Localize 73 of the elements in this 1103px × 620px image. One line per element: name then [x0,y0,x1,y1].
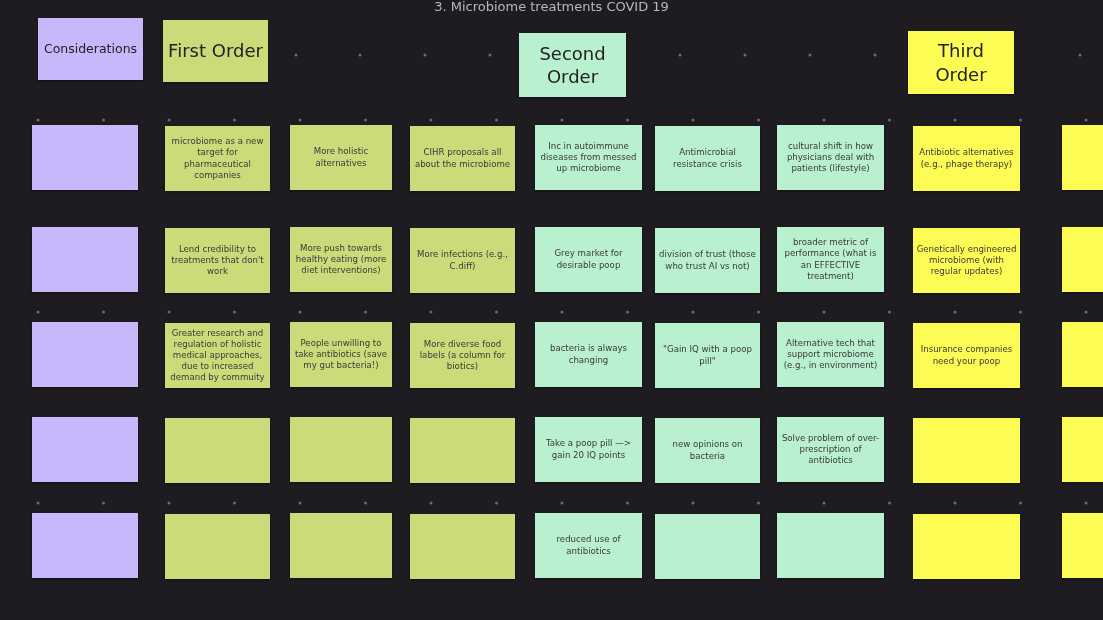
sticky-note [410,126,515,191]
sticky-note [165,126,270,191]
blank-sticky-note [290,417,392,482]
blank-sticky-note [32,322,138,387]
sticky-note [410,228,515,293]
sticky-note [777,322,884,387]
header-text: Considerations [43,40,138,58]
note-text: More diverse food labels (a column for biotics) [418,338,507,373]
sticky-note [655,323,760,388]
note-text: CIHR proposals all about the microbiome [413,147,512,170]
note-text: "Gain IQ with a poop pill" [662,344,753,367]
blank-sticky-note [410,514,515,579]
note-text: More push towards healthy eating (more diet interventions) [294,242,388,277]
sticky-note [165,228,270,293]
note-text: new opinions on bacteria [671,439,744,462]
sticky-note [535,322,642,387]
sticky-note [290,227,392,292]
column-header-note [163,20,268,82]
blank-sticky-note [32,513,138,578]
note-text: Greater research and regulation of holistic medical approaches, due to increased demand by commuity [169,327,266,384]
sticky-note [290,322,392,387]
sticky-note [655,126,760,191]
sticky-note [655,228,760,293]
sticky-note [535,227,642,292]
note-text: bacteria is always changing [548,343,629,366]
note-text: Insurance companies need your poop [919,344,1014,367]
note-text: People unwilling to take antibiotics (save my gut bacteria!) [293,337,389,372]
note-text: Take a poop pill —> gain 20 IQ points [544,438,633,461]
note-text: cultural shift in how physicians deal with patients (lifestyle) [785,140,876,175]
note-text: Lend credibility to treatments that don't work [170,243,265,278]
sticky-note [913,126,1020,191]
blank-sticky-note [32,417,138,482]
sticky-note [913,228,1020,293]
note-text: microbiome as a new target for pharmaceutical companies [170,136,265,181]
sticky-note [655,418,760,483]
note-text: broader metric of performance (what is an EFFECTIVE treatment) [783,237,878,282]
note-text: Genetically engineered microbiome (with regular updates) [916,243,1017,278]
blank-sticky-note [410,418,515,483]
blank-sticky-note [165,418,270,483]
blank-sticky-note [777,513,884,578]
sticky-note [535,125,642,190]
blank-sticky-note [32,125,138,190]
sticky-note [777,125,884,190]
header-text: Second Order [538,41,607,89]
note-text: Antimicrobial resistance crisis [672,147,743,170]
note-text: Inc in autoimmune diseases from messed up microbiome [539,140,638,175]
board-title: 3. Microbiome treatments COVID 19 [433,0,670,13]
header-text: Third Order [934,39,988,86]
blank-sticky-note [655,514,760,579]
note-text: Grey market for desirable poop [553,248,624,271]
note-text: More holistic alternatives [312,146,370,169]
sticky-note [913,323,1020,388]
blank-sticky-note [32,227,138,292]
sticky-note [777,227,884,292]
note-text: Antibiotic alternatives (e.g., phage therapy) [918,147,1015,170]
note-text: Alternative tech that support microbiome (e.g., in environment) [782,337,879,372]
sticky-note [535,417,642,482]
blank-sticky-note [913,514,1020,579]
column-header-note [908,31,1014,94]
note-text: Solve problem of over-prescription of antibiotics [780,432,881,467]
header-text: First Order [168,39,263,63]
note-text: More infections (e.g., C.diff) [416,249,509,272]
column-header-note [38,18,143,80]
sticky-note [535,513,642,578]
sticky-note [410,323,515,388]
blank-sticky-note [290,513,392,578]
blank-sticky-note [165,514,270,579]
sticky-note [777,417,884,482]
note-text: division of trust (those who trust AI vs not) [658,249,757,272]
blank-sticky-note [913,418,1020,483]
column-header-note [519,33,626,97]
note-text: reduced use of antibiotics [555,534,622,557]
sticky-note [290,125,392,190]
